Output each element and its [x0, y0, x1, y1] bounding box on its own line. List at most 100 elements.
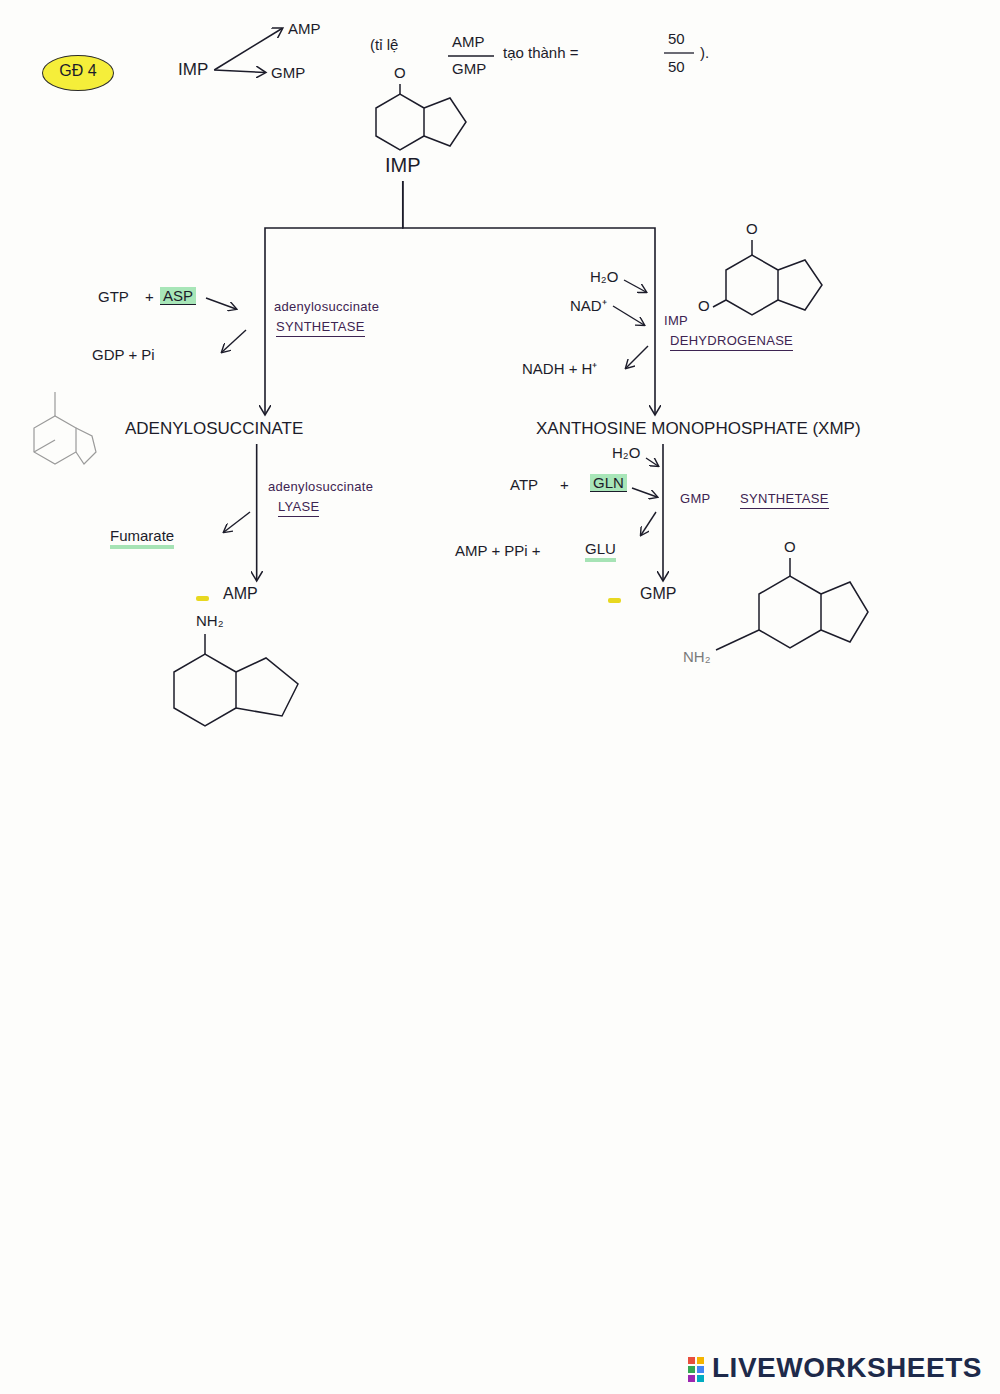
stage-badge: GĐ 4	[42, 55, 114, 91]
node-text: AMP	[288, 20, 321, 37]
enzyme-name: adenylosuccinate	[268, 480, 373, 495]
xmp-structure-part	[726, 255, 778, 315]
reaction-arrow	[265, 181, 403, 414]
faint-structure-part	[34, 440, 55, 452]
group-label: NH₂	[196, 612, 224, 629]
reaction-arrow	[403, 181, 655, 414]
fraction-line-part	[664, 52, 694, 53]
fraction-line-part	[448, 55, 494, 56]
reaction-arrow	[214, 29, 282, 71]
compound-name: GMP	[637, 583, 679, 605]
reaction-arrow-part	[224, 512, 250, 532]
reaction-arrow-part	[613, 306, 644, 325]
note-text: tạo thành =	[503, 44, 578, 61]
node-text: GMP	[271, 64, 305, 81]
reactant: H₂O	[612, 444, 640, 461]
compound-name: GMP	[268, 62, 308, 83]
gmp-structure-part	[821, 582, 868, 642]
compound-name: AMP	[220, 583, 261, 605]
amp-structure	[174, 634, 298, 726]
imp-structure-part	[376, 94, 424, 150]
watermark-icon-part	[688, 1357, 695, 1364]
compound-name: AMP	[285, 18, 324, 39]
imp-structure-part	[424, 98, 466, 146]
reaction-arrow	[206, 280, 658, 535]
reactant: ASP	[160, 287, 196, 305]
watermark-icon-part	[688, 1375, 695, 1382]
compound-name: IMP	[382, 152, 424, 179]
plus-sign: +	[145, 288, 154, 305]
product: Fumarate	[110, 527, 174, 549]
enzyme-name: DEHYDROGENASE	[670, 334, 793, 351]
reaction-arrow-part	[206, 298, 236, 309]
product: GDP + Pi	[92, 346, 155, 363]
faint-structure-part	[76, 428, 96, 464]
watermark-icon-part	[697, 1357, 704, 1364]
reaction-arrow	[214, 70, 265, 73]
node-text: XANTHOSINE MONOPHOSPHATE (XMP)	[536, 419, 861, 439]
product: NADH + H⁺	[522, 360, 597, 377]
xmp-structure-part	[751, 240, 753, 255]
product: AMP + PPi +	[455, 542, 541, 559]
group-label: NH₂	[683, 648, 711, 665]
reaction-arrow	[256, 444, 258, 580]
watermark-icon	[688, 1357, 704, 1382]
reaction-arrow	[662, 444, 664, 580]
watermark-icon-part	[688, 1366, 695, 1373]
node-text: IMP	[385, 154, 421, 177]
node-text: GĐ 4	[55, 62, 101, 80]
gmp-structure-part	[716, 630, 759, 650]
compound-name: XANTHOSINE MONOPHOSPHATE (XMP)	[533, 417, 864, 441]
xmp-structure	[713, 240, 822, 315]
fraction-term: GMP	[452, 60, 486, 77]
enzyme-name: adenylosuccinate	[274, 300, 379, 315]
node-text: AMP	[223, 585, 258, 603]
xmp-structure-part	[778, 260, 822, 310]
enzyme-name: SYNTHETASE	[276, 320, 365, 337]
faint-structure	[34, 392, 96, 464]
note-text: (tỉ lệ	[370, 36, 398, 53]
reactant: ATP	[510, 476, 538, 493]
node-text: GMP	[640, 585, 676, 603]
product: GLU	[585, 540, 616, 562]
watermark-icon-part	[697, 1366, 704, 1373]
imp-structure-part	[399, 84, 401, 94]
atom-label: O	[784, 538, 796, 555]
highlight-dash-part	[196, 596, 209, 601]
gmp-structure-part	[759, 576, 821, 648]
node-text: ADENYLOSUCCINATE	[125, 419, 303, 439]
fraction-term: 50	[668, 58, 685, 75]
amp-structure-part	[204, 634, 206, 654]
reactant: NAD⁺	[570, 297, 607, 314]
enzyme-name: SYNTHETASE	[740, 492, 829, 509]
reaction-arrow-part	[624, 280, 646, 292]
reaction-arrow-part	[646, 458, 658, 466]
fraction-term: 50	[668, 30, 685, 47]
reaction-arrow-part	[641, 512, 656, 535]
reactant: GLN	[590, 474, 627, 492]
amp-structure-part	[174, 654, 236, 726]
compound-name: IMP	[175, 58, 211, 82]
note-text: ).	[700, 44, 709, 61]
plus-sign: +	[560, 476, 569, 493]
reaction-arrow-part	[626, 346, 648, 368]
atom-label: O	[698, 297, 710, 314]
compound-name: ADENYLOSUCCINATE	[122, 417, 306, 441]
xmp-structure-part	[713, 300, 726, 307]
watermark: LIVEWORKSHEETS	[712, 1352, 982, 1384]
reactant: H₂O	[590, 268, 618, 285]
reaction-arrow-part	[632, 488, 657, 497]
node-text: IMP	[178, 60, 208, 80]
enzyme-name: LYASE	[278, 500, 319, 517]
atom-label: O	[746, 220, 758, 237]
faint-structure-part	[34, 416, 76, 464]
fraction-term: AMP	[452, 33, 485, 50]
gmp-structure	[716, 558, 868, 650]
enzyme-name: IMP	[664, 314, 688, 329]
highlight-dash-part	[608, 598, 621, 603]
imp-structure	[376, 84, 466, 150]
